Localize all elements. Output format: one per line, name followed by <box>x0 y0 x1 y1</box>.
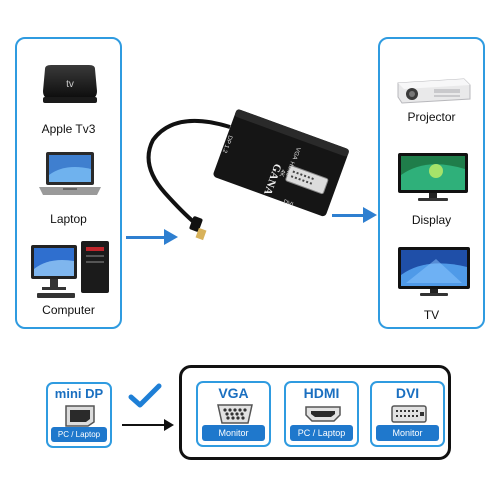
source-label: Apple Tv3 <box>41 122 96 136</box>
input-port-card: mini DP PC / Laptop <box>46 382 112 448</box>
port-title: DVI <box>395 385 420 401</box>
adapter-port-label: HDMI <box>284 160 295 177</box>
input-port-subtitle: PC / Laptop <box>51 427 107 442</box>
display-label: Projector <box>407 110 456 124</box>
check-icon <box>128 383 162 408</box>
mini-displayport-icon <box>65 405 95 427</box>
hdmi-port-card: HDMI PC / Laptop <box>284 381 359 447</box>
svg-text:tv: tv <box>66 79 74 90</box>
display-label: TV <box>423 308 440 322</box>
port-subtitle: Monitor <box>202 425 265 441</box>
adapter-resolution: 4K <box>278 168 286 177</box>
source-devices-panel: tv Apple Tv3 Laptop Computer <box>15 37 122 329</box>
projector-icon <box>397 78 471 104</box>
dvi-port-card: DVI Monitor <box>370 381 445 447</box>
vga-port-card: VGA Monitor <box>196 381 271 447</box>
hdmi-port-icon <box>305 406 341 422</box>
apple-tv-icon: tv <box>43 65 97 103</box>
port-subtitle: Monitor <box>376 425 439 441</box>
input-port-title: mini DP <box>54 386 104 401</box>
port-title: VGA <box>218 385 249 401</box>
source-label: Computer <box>42 303 95 317</box>
display-label: Display <box>411 213 452 227</box>
vga-port-icon <box>217 404 253 424</box>
adapter-port-label: VGA <box>291 146 301 160</box>
adapter-cable <box>146 118 231 225</box>
laptop-icon <box>39 152 101 195</box>
adapter-illustration: GANA VGA HDMI DVI DP 1.2 4K <box>146 109 349 241</box>
port-title: HDMI <box>303 385 340 401</box>
adapter-port-label: DVI <box>282 199 294 208</box>
desktop-computer-icon <box>31 241 109 298</box>
monitor-icon <box>398 153 468 201</box>
dvi-port-icon <box>391 405 427 423</box>
source-label: Laptop <box>50 212 87 226</box>
display-devices-panel: Projector Display TV <box>378 37 485 329</box>
tv-icon <box>398 247 470 296</box>
port-subtitle: PC / Laptop <box>290 425 353 441</box>
